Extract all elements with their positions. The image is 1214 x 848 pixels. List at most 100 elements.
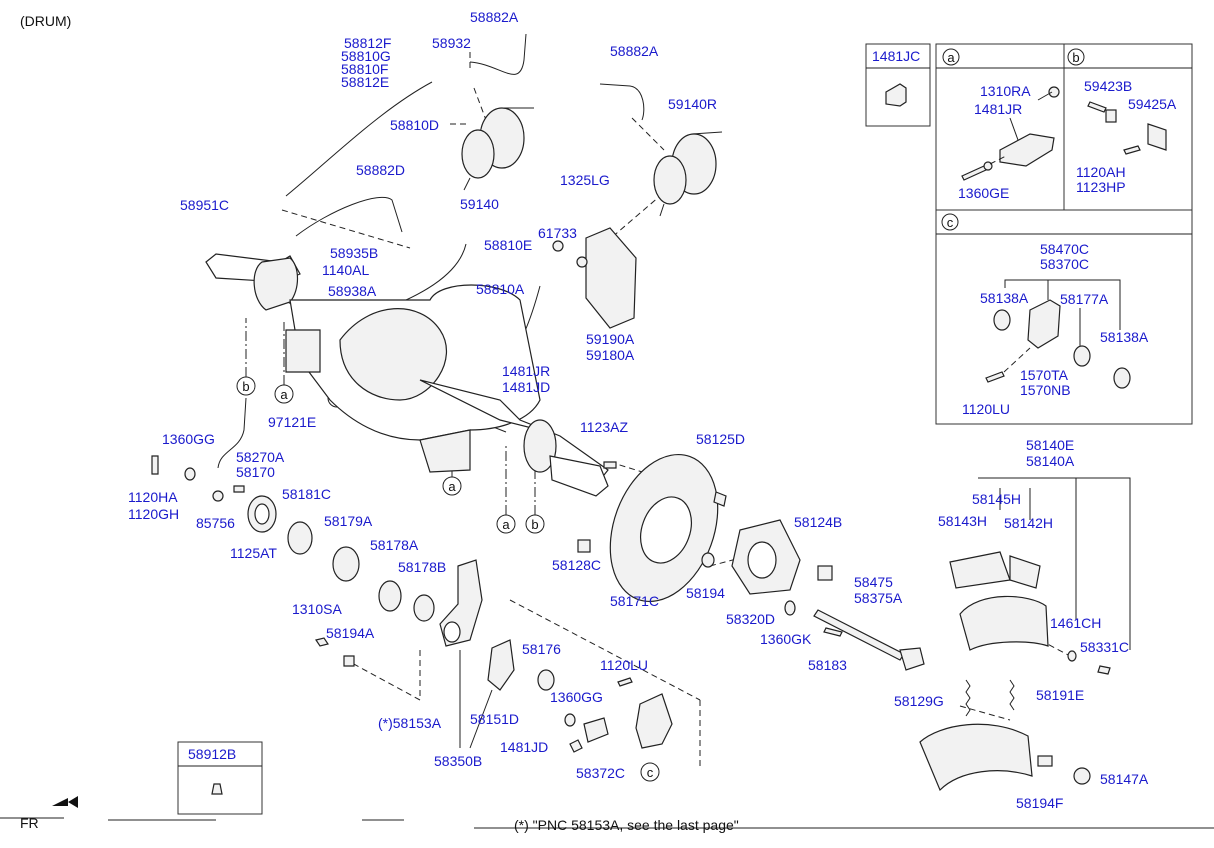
label-58194: 58194 <box>686 585 725 601</box>
inset-c[interactable]: c 58470C 58370C 58138A 58177A 58138A 157… <box>935 209 1193 425</box>
label-1310SA: 1310SA <box>292 601 342 617</box>
camshaft-58475[interactable] <box>813 609 925 671</box>
roller-58147A <box>1073 767 1091 785</box>
label-58810A: 58810A <box>476 281 525 297</box>
callout-a-3[interactable]: a <box>442 476 462 496</box>
link-58151D[interactable] <box>487 639 515 691</box>
lining-58143H[interactable] <box>949 551 1011 589</box>
label-59140R: 59140R <box>668 96 717 112</box>
inset-a[interactable]: a 1310RA 1481JR 1360GE <box>935 43 1065 211</box>
brake-hose-58882A <box>469 33 527 75</box>
sleeve-icon <box>1105 109 1117 123</box>
callout-b-2[interactable]: b <box>525 514 545 534</box>
bolt-1123AZ <box>603 461 617 469</box>
brake-chamber-59140R[interactable] <box>653 131 723 217</box>
callout-a-4[interactable]: a <box>496 514 516 534</box>
spring-58129G <box>965 679 971 717</box>
label-58143H: 58143H <box>938 513 987 529</box>
label-58812E: 58812E <box>341 74 389 90</box>
sensor-85756 <box>212 490 224 502</box>
bolt-1120LU <box>617 677 633 687</box>
inset-1481JC[interactable]: 1481JC <box>865 43 931 127</box>
label-58194A: 58194A <box>326 625 375 641</box>
brake-shoe-lower[interactable] <box>919 723 1033 792</box>
plug-58125D <box>713 491 727 507</box>
label-1310RA: 1310RA <box>980 83 1031 99</box>
sensor-58270A[interactable] <box>247 495 277 533</box>
label-58147A: 58147A <box>1100 771 1149 787</box>
label-58475: 58475 <box>854 574 893 590</box>
callout-b-1[interactable]: b <box>236 376 256 396</box>
label-58128C: 58128C <box>552 557 601 573</box>
bushing-icon <box>1073 345 1091 367</box>
bracket-59190A[interactable] <box>585 227 637 329</box>
label-1481JR-inset: 1481JR <box>974 101 1022 117</box>
svg-text:a: a <box>280 387 288 402</box>
label-1325LG: 1325LG <box>560 172 610 188</box>
callout-a-1[interactable]: a <box>274 384 294 404</box>
label-1120AH: 1120AH <box>1076 164 1126 180</box>
seal-58181C[interactable] <box>287 521 313 555</box>
brake-shoe-upper[interactable] <box>959 595 1049 651</box>
label-58810F: 58810F <box>341 61 388 77</box>
inset-58912B[interactable]: 58912B <box>177 741 263 815</box>
label-1570TA: 1570TA <box>1020 367 1069 383</box>
grease-fitting-icon <box>211 783 223 795</box>
label-58372C: 58372C <box>576 765 625 781</box>
label-58176: 58176 <box>522 641 561 657</box>
bushing-58176 <box>537 669 555 691</box>
label-1120HA: 1120HA <box>128 489 178 505</box>
nut-58194 <box>701 552 715 568</box>
label-58138A-left: 58138A <box>980 290 1029 306</box>
svg-text:a: a <box>502 517 510 532</box>
label-1481JR: 1481JR <box>502 363 550 379</box>
label-58151D: 58151D <box>470 711 519 727</box>
brake-chamber-59140[interactable] <box>461 107 534 191</box>
label-58179A: 58179A <box>324 513 373 529</box>
label-1360GG-b: 1360GG <box>550 689 603 705</box>
label-58810E: 58810E <box>484 237 532 253</box>
bolt-1125AT <box>233 485 245 493</box>
label-58331C: 58331C <box>1080 639 1129 655</box>
lining-58142H[interactable] <box>1009 555 1041 589</box>
nut-icon <box>1048 86 1060 98</box>
bushing-icon <box>993 309 1011 331</box>
spider-58320D[interactable] <box>731 519 801 595</box>
axle-housing[interactable] <box>205 253 609 497</box>
ring-58178B[interactable] <box>413 594 435 622</box>
label-1120GH: 1120GH <box>128 506 179 522</box>
label-58138A-right: 58138A <box>1100 329 1149 345</box>
label-58882D: 58882D <box>356 162 405 178</box>
bracket-icon <box>999 133 1055 167</box>
slack-adjuster-58350B[interactable] <box>439 559 483 647</box>
diagram-title: (DRUM) <box>20 13 71 29</box>
label-59180A: 59180A <box>586 347 635 363</box>
label-1360GE: 1360GE <box>958 185 1009 201</box>
label-58951C: 58951C <box>180 197 229 213</box>
label-58191E: 58191E <box>1036 687 1084 703</box>
bracket-c[interactable] <box>635 693 673 749</box>
nut-1310SA <box>315 637 329 647</box>
label-58140E: 58140E <box>1026 437 1074 453</box>
clip-58128C <box>577 539 591 553</box>
front-indicator: FR <box>0 796 78 831</box>
ring-58178A[interactable] <box>378 580 402 612</box>
label-58194F: 58194F <box>1016 795 1063 811</box>
label-58125D: 58125D <box>696 431 745 447</box>
label-58124B: 58124B <box>794 514 842 530</box>
bracket-58372C[interactable] <box>583 717 609 743</box>
label-58142H: 58142H <box>1004 515 1053 531</box>
backing-plate-58171C[interactable] <box>591 439 737 616</box>
label-61733: 61733 <box>538 225 577 241</box>
inset-b[interactable]: b 59423B 59425A 1120AH 1123HP <box>1063 43 1193 211</box>
label-58170: 58170 <box>236 464 275 480</box>
label-58812F: 58812F <box>344 35 391 51</box>
washer-1360GG <box>184 467 196 481</box>
callout-c-1[interactable]: c <box>640 762 660 782</box>
label-58145H: 58145H <box>972 491 1021 507</box>
seal-58179A[interactable] <box>332 546 360 582</box>
label-1570NB: 1570NB <box>1020 382 1071 398</box>
label-1120LU: 1120LU <box>600 657 648 673</box>
label-58178B: 58178B <box>398 559 446 575</box>
label-58178A: 58178A <box>370 537 419 553</box>
